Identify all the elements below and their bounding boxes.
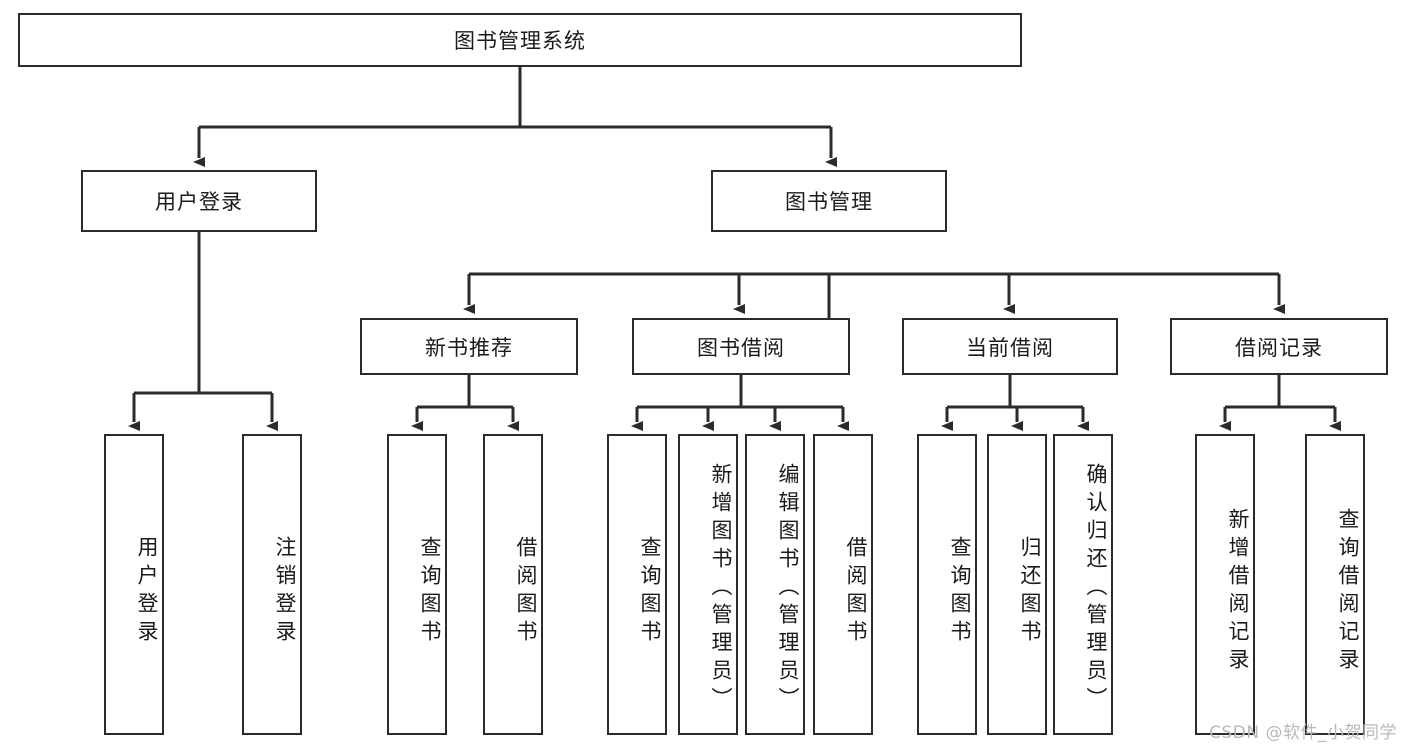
node-book-borrow[interactable]: 图书借阅 — [632, 318, 850, 375]
node-book-management[interactable]: 图书管理 — [711, 170, 947, 232]
node-root-system[interactable]: 图书管理系统 — [18, 13, 1022, 67]
node-leaf-query-book-recommend[interactable]: 查询图书 — [387, 434, 447, 735]
node-user-login[interactable]: 用户登录 — [81, 170, 317, 232]
node-label: 注销登录 — [273, 535, 297, 648]
node-label: 当前借阅 — [966, 335, 1054, 360]
node-current-borrow[interactable]: 当前借阅 — [902, 318, 1118, 375]
node-label: 新增图书（管理员） — [709, 462, 733, 715]
node-leaf-borrow-book-recommend[interactable]: 借阅图书 — [483, 434, 543, 735]
node-leaf-borrow-book[interactable]: 借阅图书 — [813, 434, 873, 735]
node-leaf-confirm-return-admin[interactable]: 确认归还（管理员） — [1053, 434, 1113, 735]
node-label: 新书推荐 — [425, 335, 513, 360]
node-leaf-edit-book-admin[interactable]: 编辑图书（管理员） — [745, 434, 805, 735]
node-leaf-return-book[interactable]: 归还图书 — [987, 434, 1047, 735]
watermark: CSDN @软件_小贺同学 — [1209, 723, 1397, 743]
node-label: 归还图书 — [1018, 535, 1042, 648]
node-label: 查询图书 — [418, 535, 442, 648]
node-leaf-user-login[interactable]: 用户登录 — [104, 434, 164, 735]
node-label: 图书借阅 — [697, 335, 785, 360]
node-leaf-add-book-admin[interactable]: 新增图书（管理员） — [678, 434, 738, 735]
node-borrow-records[interactable]: 借阅记录 — [1170, 318, 1388, 375]
node-label: 查询图书 — [638, 535, 662, 648]
node-label: 查询图书 — [948, 535, 972, 648]
node-leaf-query-book-borrow[interactable]: 查询图书 — [607, 434, 667, 735]
node-leaf-query-book-current[interactable]: 查询图书 — [917, 434, 977, 735]
node-label: 编辑图书（管理员） — [776, 462, 800, 715]
node-label: 借阅记录 — [1235, 335, 1323, 360]
node-leaf-logout[interactable]: 注销登录 — [242, 434, 302, 735]
node-label: 用户登录 — [135, 535, 159, 648]
node-label: 借阅图书 — [514, 535, 538, 648]
node-leaf-query-borrow-record[interactable]: 查询借阅记录 — [1305, 434, 1365, 735]
node-label: 查询借阅记录 — [1336, 507, 1360, 676]
node-leaf-add-borrow-record[interactable]: 新增借阅记录 — [1195, 434, 1255, 735]
node-label: 用户登录 — [155, 190, 243, 214]
node-new-book-recommend[interactable]: 新书推荐 — [360, 318, 578, 375]
node-label: 新增借阅记录 — [1226, 507, 1250, 676]
node-label: 借阅图书 — [844, 535, 868, 648]
node-label: 图书管理系统 — [454, 29, 586, 53]
node-label: 确认归还（管理员） — [1084, 462, 1108, 715]
node-label: 图书管理 — [785, 190, 873, 214]
